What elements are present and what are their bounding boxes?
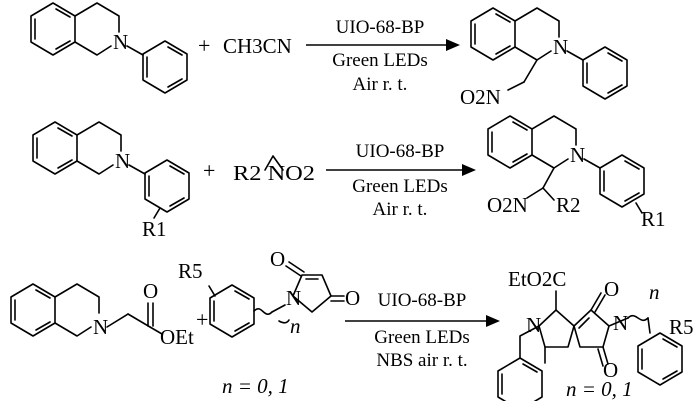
arrow-2-light: Green LEDs: [352, 176, 448, 197]
product-3-o-top-label: O: [604, 277, 619, 301]
product-3-imide-n-label: N: [613, 311, 628, 335]
product-2-nitro-label: O2N: [487, 193, 528, 217]
product-1-nitro-label: O2N: [460, 85, 501, 109]
product-3-o-bottom-label: O: [603, 358, 618, 382]
product-3-n-index: n: [649, 280, 660, 304]
product-1-n-label: N: [553, 35, 568, 59]
reactant-3-ester-label: OEt: [160, 325, 194, 349]
maleimide-r5-label: R5: [178, 259, 203, 283]
maleimide-o-top-label: O: [270, 247, 285, 271]
plus-sign-2: +: [203, 158, 215, 183]
reagent-nitroalkane-label: R2 NO2: [233, 161, 315, 185]
arrow-1: UIO-68-BP Green LEDs Air r. t.: [306, 17, 460, 95]
arrow-1-atmosphere: Air r. t.: [353, 74, 408, 95]
arrow-2-atmosphere: Air r. t.: [373, 199, 428, 220]
reactant-2-r1-label: R1: [142, 217, 167, 241]
product-3-structure: EtO2C O N N O n R5 n = 0, 1: [497, 267, 694, 401]
arrow-2: UIO-68-BP Green LEDs Air r. t.: [326, 141, 476, 220]
reaction-2: N R1 + R2 NO2 UIO-68-BP Green LEDs Air r…: [32, 115, 666, 241]
product-3-r5-label: R5: [669, 315, 694, 339]
reagent-acetonitrile: CH3CN: [223, 34, 292, 58]
plus-sign-3: +: [196, 307, 208, 332]
reaction-3: N O OEt + R5 O N O n n = 0, 1: [10, 247, 694, 401]
maleimide-n-values: n = 0, 1: [222, 374, 289, 398]
reaction-1: N + CH3CN UIO-68-BP Green LEDs Air r. t.: [30, 2, 628, 109]
arrow-3-additive: NBS air r. t.: [376, 350, 467, 371]
arrow-3-light: Green LEDs: [374, 327, 470, 348]
maleimide-reagent-structure: R5 O N O n n = 0, 1: [178, 247, 360, 398]
arrow-1-catalyst: UIO-68-BP: [336, 17, 425, 38]
product-1-structure: N O2N: [460, 7, 628, 109]
product-3-ester-label: EtO2C: [508, 267, 566, 291]
reactant-3-n-label: N: [93, 315, 108, 339]
reactant-3-structure: N O OEt: [10, 279, 194, 349]
product-3-n-values: n = 0, 1: [566, 377, 633, 401]
product-2-r2-label: R2: [556, 193, 581, 217]
reactant-1-structure: N: [30, 2, 188, 94]
arrow-2-catalyst: UIO-68-BP: [356, 141, 445, 162]
plus-sign-1: +: [198, 33, 210, 58]
maleimide-n-label: N: [286, 286, 301, 310]
arrow-1-light: Green LEDs: [332, 50, 428, 71]
maleimide-n-index: n: [290, 314, 301, 338]
product-2-r1-label: R1: [641, 207, 666, 231]
product-2-structure: N O2N R2 R1: [487, 115, 666, 231]
reactant-3-carbonyl-o-label: O: [143, 279, 158, 303]
reagent-nitroalkane: R2 NO2: [233, 155, 315, 185]
arrow-3: UIO-68-BP Green LEDs NBS air r. t.: [345, 290, 500, 371]
reactant-1-n-label: N: [113, 30, 128, 54]
arrow-3-catalyst: UIO-68-BP: [378, 290, 467, 311]
product-2-n-label: N: [570, 143, 585, 167]
reactant-2-n-label: N: [115, 149, 130, 173]
reactant-2-structure: N R1: [32, 121, 190, 241]
maleimide-o-bottom-label: O: [345, 286, 360, 310]
product-3-ring-n-label: N: [526, 313, 541, 337]
